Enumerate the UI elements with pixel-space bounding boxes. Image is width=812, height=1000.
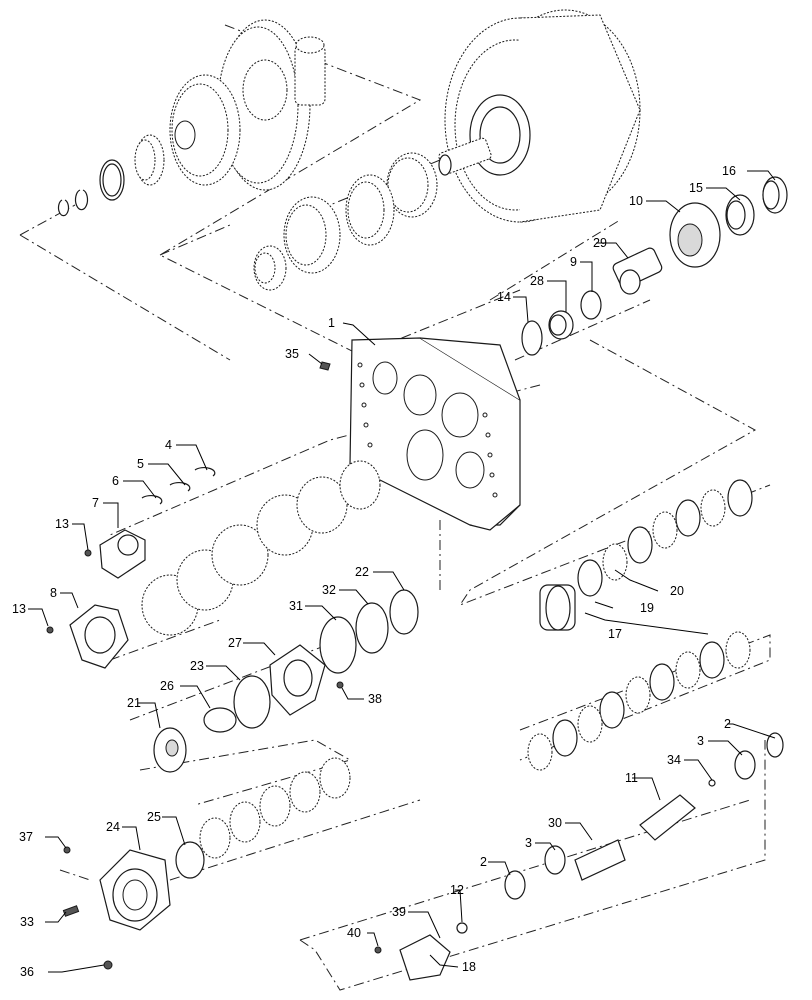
callout-33: 33: [20, 915, 34, 929]
callout-36: 36: [20, 965, 34, 979]
callout-27: 27: [228, 636, 242, 650]
callout-8: 8: [50, 586, 57, 600]
callout-29: 29: [593, 236, 607, 250]
callout-17: 17: [608, 627, 622, 641]
callout-15: 15: [689, 181, 703, 195]
callout-3b: 3: [525, 836, 532, 850]
main-housing: [349, 337, 521, 531]
covers: [46, 529, 146, 669]
callout-13b: 13: [12, 602, 26, 616]
callout-26: 26: [160, 679, 174, 693]
brake-housing: [62, 846, 171, 970]
callout-19: 19: [640, 601, 654, 615]
callout-25: 25: [147, 810, 161, 824]
callout-21: 21: [127, 696, 141, 710]
callout-16: 16: [722, 164, 736, 178]
callout-3a: 3: [697, 734, 704, 748]
callout-20: 20: [670, 584, 684, 598]
bearing-set-upper: [253, 152, 438, 291]
callout-4: 4: [165, 438, 172, 452]
callout-32: 32: [322, 583, 336, 597]
callout-24: 24: [106, 820, 120, 834]
callout-37: 37: [19, 830, 33, 844]
callout-5: 5: [137, 457, 144, 471]
shim-gaskets: [141, 460, 381, 636]
callout-31: 31: [289, 599, 303, 613]
callout-38: 38: [368, 692, 382, 706]
callout-30: 30: [548, 816, 562, 830]
callout-6: 6: [112, 474, 119, 488]
callout-2a: 2: [724, 717, 731, 731]
input-gear-group: [521, 176, 788, 356]
wheel-hub-drum: [438, 9, 641, 223]
callout-9: 9: [570, 255, 577, 269]
planet-carrier-assembly: [57, 19, 326, 217]
callout-2b: 2: [480, 855, 487, 869]
snap-rings: [141, 466, 216, 505]
callout-labels: 1 35 4 5 6 7 13 8 13 16 15 10 29 9 28 14…: [12, 164, 736, 979]
callout-39: 39: [392, 905, 406, 919]
callout-13a: 13: [55, 517, 69, 531]
callout-11: 11: [625, 771, 638, 785]
friction-discs: [175, 757, 351, 879]
callout-28: 28: [530, 274, 544, 288]
callout-40: 40: [347, 926, 361, 940]
clutch-pack-lower: [527, 631, 751, 771]
clutch-pack-upper: [539, 479, 753, 631]
callout-22: 22: [355, 565, 369, 579]
callout-18: 18: [462, 960, 476, 974]
callout-10: 10: [629, 194, 643, 208]
seal-parts: [153, 707, 237, 773]
leader-lines: [28, 170, 776, 973]
o-rings: [233, 589, 419, 729]
callout-1: 1: [328, 316, 335, 330]
callout-14: 14: [497, 290, 511, 304]
bearing-retainer: [269, 644, 344, 716]
callout-12: 12: [450, 883, 464, 897]
plug: [319, 361, 331, 371]
output-shaft-group: [374, 732, 784, 981]
callout-23: 23: [190, 659, 204, 673]
callout-34: 34: [667, 753, 681, 767]
callout-7: 7: [92, 496, 99, 510]
callout-35: 35: [285, 347, 299, 361]
